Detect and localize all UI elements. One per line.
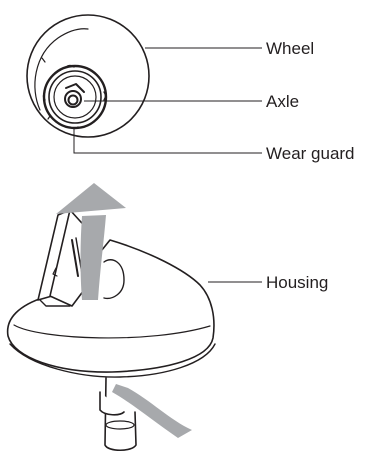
housing-label: Housing (266, 273, 328, 292)
axle-label: Axle (266, 92, 299, 111)
wear-guard-label: Wear guard (266, 144, 355, 163)
housing-assembly (8, 210, 215, 450)
wear-guard-leader-line (74, 129, 262, 153)
wheel-detail (27, 15, 149, 137)
wheel-label: Wheel (266, 39, 314, 58)
rim-mark-bottom (48, 116, 50, 119)
hub-bump-right (104, 92, 106, 100)
arrow-head (56, 183, 126, 214)
axle-center (69, 96, 78, 105)
rim-mark-left (42, 58, 45, 62)
